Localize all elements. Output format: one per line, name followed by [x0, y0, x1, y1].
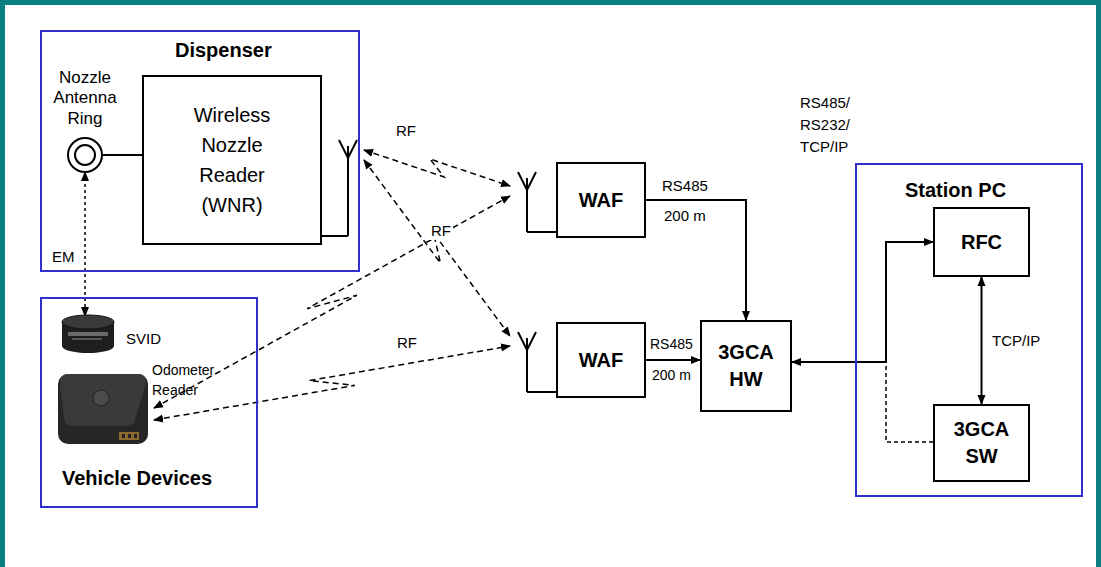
distance-label: 200 m — [664, 207, 706, 225]
svid-tag-picture — [58, 312, 118, 356]
svid-device: SVID — [58, 312, 188, 358]
dashed-connector — [364, 160, 510, 336]
dispenser-box: DispenserNozzle Antenna RingWireless Noz… — [40, 30, 360, 272]
waf-antenna — [518, 172, 556, 232]
edge-label: RF — [394, 122, 418, 140]
vehicle-devices-box: Vehicle Devices SVID Odometer Reader — [40, 297, 258, 508]
waf-box: WAF — [556, 322, 646, 398]
frame-right — [1096, 0, 1101, 567]
frame-top — [0, 0, 1101, 5]
dashed-connector — [792, 362, 933, 442]
device-label: SVID — [126, 330, 161, 349]
connector-line — [646, 200, 746, 320]
connector-line — [981, 277, 983, 404]
device-label: Odometer Reader — [152, 360, 228, 401]
wnr-antenna — [322, 140, 357, 236]
odometer-reader-picture — [55, 360, 155, 452]
group-heading: Station PC — [905, 178, 1006, 203]
process-box: Wireless Nozzle Reader (WNR) — [142, 75, 322, 245]
software-box: RFC — [933, 207, 1030, 277]
distance-label: 200 m — [652, 367, 691, 384]
odometer-reader-device: Odometer Reader — [55, 360, 235, 450]
edge-label: RF — [429, 222, 453, 240]
ring-label: Nozzle Antenna Ring — [47, 68, 123, 129]
dashed-connector — [154, 346, 510, 420]
box-label: WAF — [566, 188, 636, 213]
group-heading: Vehicle Devices — [62, 466, 212, 491]
edge-label: RS485 — [662, 177, 708, 195]
box-label: Wireless Nozzle Reader (WNR) — [180, 100, 284, 220]
dashed-connector — [84, 172, 86, 316]
edge-label: TCP/IP — [992, 332, 1040, 350]
waf-box: WAF — [556, 162, 646, 238]
hardware-box: 3GCA HW — [700, 320, 792, 412]
software-box: 3GCA SW — [933, 404, 1030, 482]
group-heading: Dispenser — [175, 38, 272, 63]
dashed-connector — [364, 150, 510, 186]
edge-label: RS485 — [650, 336, 693, 353]
connector-line — [102, 154, 142, 156]
station-pc-box: Station PC RFC 3GCA SW — [855, 163, 1083, 497]
box-label: 3GCA SW — [947, 416, 1017, 470]
edge-label: RS485/ RS232/ TCP/IP — [800, 92, 860, 157]
edge-label: EM — [52, 248, 75, 266]
box-label: RFC — [947, 230, 1017, 255]
waf-antenna — [518, 332, 556, 392]
frame-left — [0, 0, 5, 567]
connector-line — [646, 359, 700, 361]
connector-line — [792, 242, 933, 362]
box-label: 3GCA HW — [714, 339, 778, 393]
edge-label: RF — [395, 334, 419, 352]
nozzle-antenna-ring: Nozzle Antenna Ring — [47, 66, 123, 176]
box-label: WAF — [566, 348, 636, 373]
